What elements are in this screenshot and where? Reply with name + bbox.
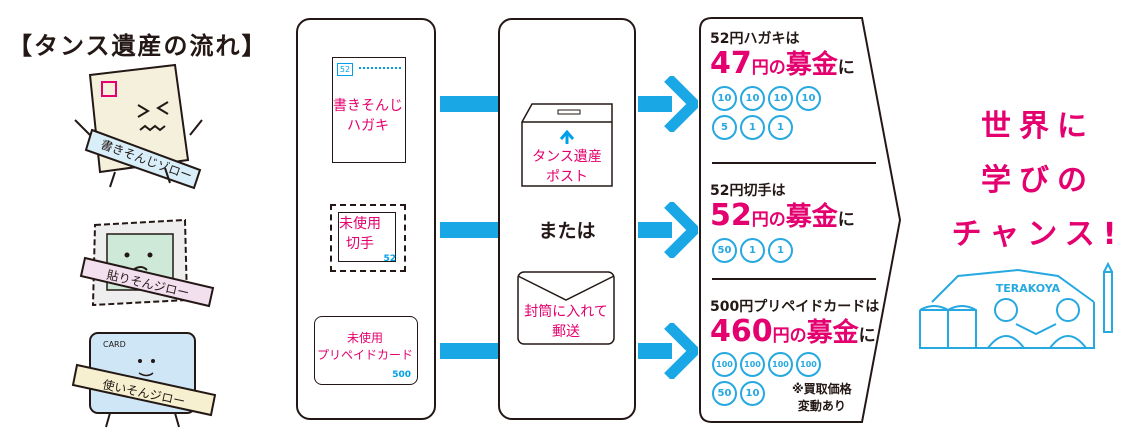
result-line-3: チャンス!: [951, 217, 1125, 252]
stamp-value: 52: [383, 254, 396, 264]
arrow-2b-bar: [638, 222, 672, 238]
postcard-icon: 52: [332, 57, 406, 163]
or-text: または: [538, 220, 596, 242]
arrow-1b-head: [664, 76, 698, 132]
stamp-label: 未使用 切手: [339, 216, 381, 252]
character-tsukaisonji: CARD 使いそんジロー: [71, 332, 217, 428]
arrow-3b-head: [664, 323, 698, 379]
coin-100-icon: 100: [712, 352, 737, 377]
terakoya-logo: TERAKOYA: [919, 262, 1113, 349]
coin-5-icon: 5: [712, 115, 737, 140]
page-title: 【タンス遺産の流れ】: [8, 32, 268, 60]
donation-1-amount: 47: [710, 46, 752, 81]
coin-10-icon: 10: [712, 86, 737, 111]
postcard-value: 52: [337, 63, 353, 76]
envelope-icon: [517, 271, 615, 345]
coin-100-icon: 100: [796, 352, 821, 377]
coin-10-icon: 10: [740, 86, 765, 111]
card-text: CARD: [103, 340, 126, 349]
methods-panel: [498, 18, 636, 420]
donation-2-amount-line: 52円の募金に: [710, 198, 855, 233]
donation-3-amount-line: 460円の募金に: [710, 314, 876, 349]
coin-50-icon: 50: [712, 381, 737, 406]
arrow-1a: [440, 96, 498, 112]
arrow-3b-bar: [638, 343, 672, 359]
price-note: ※買取価格 変動あり: [792, 382, 852, 413]
envelope-label: 封筒に入れて 郵送: [524, 304, 608, 340]
postcard-label: 書きそんじ ハガキ: [333, 98, 403, 134]
coin-1-icon: 1: [768, 115, 793, 140]
prepaid-card-icon: 500: [314, 316, 418, 385]
post-label: タンス遺産 ポスト: [532, 149, 602, 185]
character-kakisonji: 書きそんじゾロー: [74, 63, 203, 190]
card-value: 500: [392, 370, 411, 380]
donation-1-amount-line: 47円の募金に: [710, 46, 855, 81]
logo-text: TERAKOYA: [996, 282, 1061, 295]
coin-50-icon: 50: [712, 238, 737, 263]
coin-10-icon: 10: [740, 381, 765, 406]
separator-2: [712, 278, 876, 280]
result-line-2: 学びの: [981, 163, 1095, 198]
donation-2-amount: 52: [710, 198, 752, 233]
arrow-2a: [440, 222, 498, 238]
coin-100-icon: 100: [768, 352, 793, 377]
donation-3-head: 500円プリペイドカードは: [710, 299, 880, 315]
arrow-3a: [440, 343, 498, 359]
arrow-1b-bar: [638, 96, 672, 112]
coin-100-icon: 100: [740, 352, 765, 377]
coin-1-icon: 1: [740, 238, 765, 263]
character-harisonji: 貼りそんジロー: [79, 218, 215, 308]
coin-1-icon: 1: [768, 238, 793, 263]
donation-2-head: 52円切手は: [710, 183, 786, 199]
result-line-1: 世界に: [981, 109, 1095, 144]
coin-1-icon: 1: [740, 115, 765, 140]
donation-1-head: 52円ハガキは: [710, 31, 800, 47]
donation-3-amount: 460: [710, 314, 773, 349]
coin-10-icon: 10: [796, 86, 821, 111]
coin-10-icon: 10: [768, 86, 793, 111]
separator-1: [712, 162, 876, 164]
post-box-icon: [521, 103, 613, 187]
arrow-2b-head: [664, 202, 698, 258]
card-label: 未使用 プリペイドカード: [316, 331, 413, 362]
stamp-icon: 52: [330, 204, 406, 272]
